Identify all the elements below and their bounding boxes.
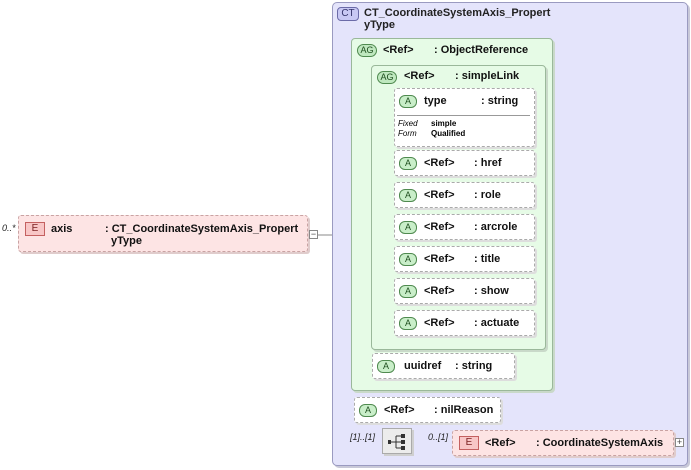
root-occurrence: 0..* (2, 223, 16, 233)
attribute-uuidref[interactable]: A uuidref : string (372, 353, 515, 379)
attribute-arcrole[interactable]: A <Ref> : arcrole (394, 214, 535, 240)
attribute-title[interactable]: A <Ref> : title (394, 246, 535, 272)
sequence-occurrence: [1]..[1] (350, 432, 376, 442)
child-occurrence: 0..[1] (428, 432, 449, 442)
attribute-name: uuidref (404, 360, 442, 372)
attribute-ref: <Ref> (384, 404, 415, 416)
object-reference-ref: <Ref> (383, 44, 414, 56)
attribute-ref: <Ref> (424, 317, 455, 329)
attribute-type-value: : show (474, 285, 509, 297)
attribute-ref: <Ref> (424, 285, 455, 297)
expand-icon[interactable]: + (675, 437, 684, 447)
form-value: Qualified (431, 129, 466, 138)
element-ref: <Ref> (485, 437, 516, 449)
attribute-badge: A (377, 360, 395, 373)
attribute-type-value: : string (455, 360, 493, 372)
attribute-type-value: : role (474, 189, 501, 201)
attribute-badge: A (399, 157, 417, 170)
root-element-axis[interactable]: E axis : CT_CoordinateSystemAxis_Propert… (18, 215, 308, 252)
fixed-value: simple (431, 119, 457, 128)
attribute-actuate[interactable]: A <Ref> : actuate (394, 310, 535, 336)
attribute-badge: A (399, 253, 417, 266)
object-reference-type: : ObjectReference (434, 44, 529, 56)
attribute-name: type (424, 95, 447, 107)
attribute-type-value: : href (474, 157, 502, 169)
element-name: axis (51, 223, 73, 235)
attribute-ref: <Ref> (424, 189, 455, 201)
collapse-icon[interactable]: − (309, 229, 318, 239)
attribute-type-value: : arcrole (474, 221, 518, 233)
element-type: : CoordinateSystemAxis (536, 437, 664, 449)
simple-link-ref: <Ref> (404, 70, 435, 82)
attribute-nil-reason[interactable]: A <Ref> : nilReason (354, 397, 501, 423)
attribute-type-value: : string (481, 95, 519, 107)
attribute-type-value: : nilReason (434, 404, 494, 416)
element-type-wrap: yType (111, 235, 142, 247)
attribute-role[interactable]: A <Ref> : role (394, 182, 535, 208)
element-badge: E (25, 222, 45, 236)
sequence-icon (388, 434, 405, 450)
attribute-type-value: : actuate (474, 317, 520, 329)
attribute-type[interactable]: A type : string Fixed simple Form Qualif… (394, 88, 535, 147)
attribute-badge: A (399, 285, 417, 298)
attribute-href[interactable]: A <Ref> : href (394, 150, 535, 176)
attribute-show[interactable]: A <Ref> : show (394, 278, 535, 304)
attribute-ref: <Ref> (424, 253, 455, 265)
attribute-ref: <Ref> (424, 221, 455, 233)
attribute-badge: A (399, 317, 417, 330)
attribute-badge: A (399, 221, 417, 234)
simple-link-type: : simpleLink (455, 70, 520, 82)
element-badge: E (459, 436, 479, 450)
element-type: : CT_CoordinateSystemAxis_Propert (105, 223, 299, 235)
attribute-badge: A (359, 404, 377, 417)
attribute-type-value: : title (474, 253, 501, 265)
attribute-group-badge: AG (357, 44, 377, 57)
attribute-ref: <Ref> (424, 157, 455, 169)
sequence-compositor[interactable] (382, 428, 412, 454)
attribute-badge: A (399, 95, 417, 108)
complex-type-badge: CT (337, 7, 359, 21)
fixed-label: Fixed (398, 119, 418, 128)
form-label: Form (398, 129, 417, 138)
attribute-divider (397, 115, 530, 116)
attribute-group-badge: AG (377, 71, 397, 84)
child-element-coordinate-system-axis[interactable]: E <Ref> : CoordinateSystemAxis (452, 430, 674, 456)
attribute-badge: A (399, 189, 417, 202)
